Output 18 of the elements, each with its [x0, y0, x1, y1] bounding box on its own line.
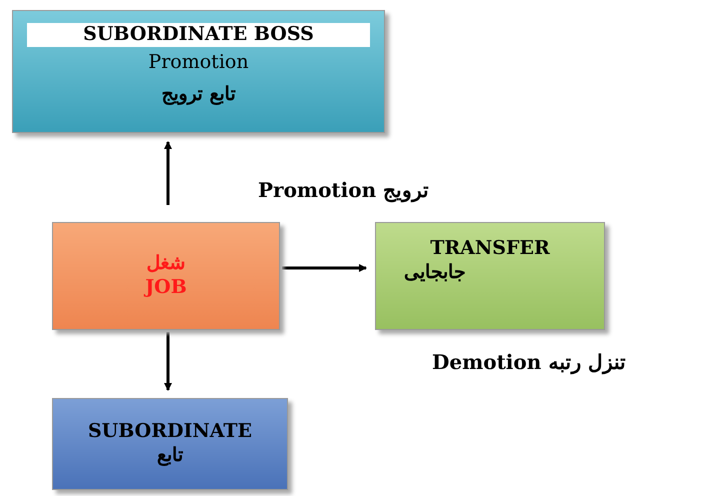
box-text: شغل — [146, 252, 186, 276]
title-bar: SUBORDINATE BOSS — [27, 23, 370, 47]
box-text: SUBORDINATE — [88, 420, 252, 444]
role-box — [52, 398, 288, 490]
role-box — [12, 10, 385, 133]
transition-label: ترویج Promotion — [258, 178, 430, 202]
box-text: جابجایی — [404, 260, 466, 284]
box-text: Promotion — [148, 50, 249, 74]
arrow — [164, 332, 172, 391]
role-box — [375, 222, 605, 330]
box-text: TRANSFER — [430, 237, 550, 261]
transition-label: تنزل رتبه Demotion — [432, 350, 626, 374]
job-box — [52, 222, 280, 330]
box-text: تابع — [157, 444, 183, 468]
box-text: JOB — [145, 276, 187, 300]
arrow — [282, 264, 367, 272]
box-text: تابع ترویج — [162, 82, 236, 106]
arrow — [164, 141, 172, 205]
